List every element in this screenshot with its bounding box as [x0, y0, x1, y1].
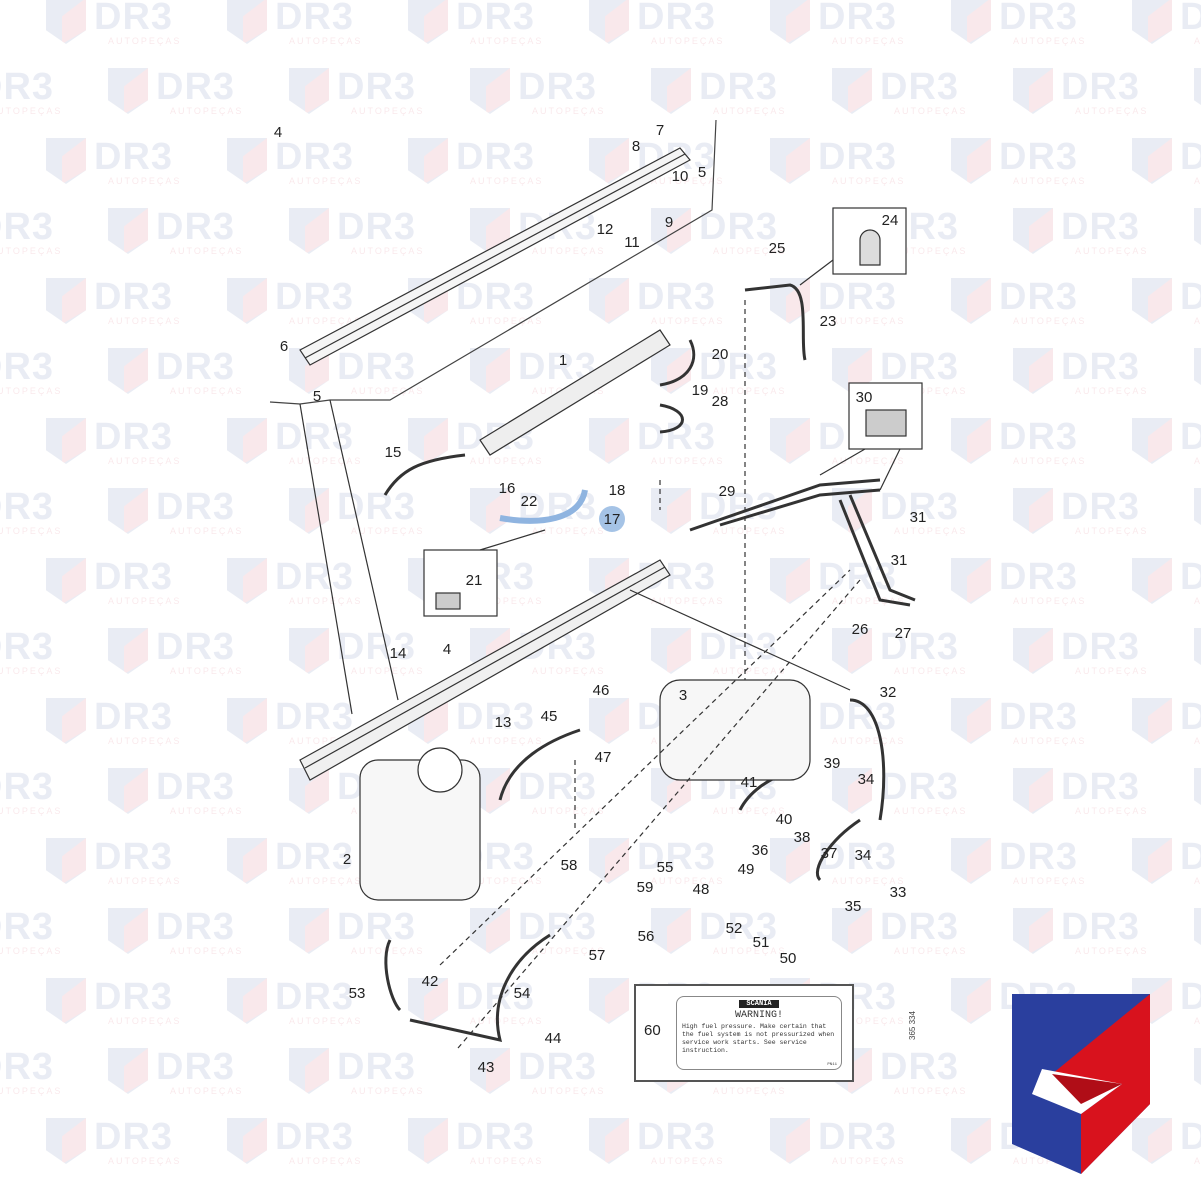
callout-6: 6 — [280, 338, 288, 355]
callout-17: 17 — [604, 511, 621, 528]
highlighted-pipe-17 — [499, 489, 588, 524]
callout-41: 41 — [741, 774, 758, 791]
callout-59: 59 — [637, 879, 654, 896]
callout-46: 46 — [593, 682, 610, 699]
callout-5: 5 — [313, 388, 321, 405]
callout-35: 35 — [845, 898, 862, 915]
callout-43: 43 — [478, 1059, 495, 1076]
callout-26: 26 — [852, 621, 869, 638]
callout-2: 2 — [343, 851, 351, 868]
callout-45: 45 — [541, 708, 558, 725]
callout-36: 36 — [752, 842, 769, 859]
callout-20: 20 — [712, 346, 729, 363]
callout-23: 23 — [820, 313, 837, 330]
warning-callout: 60 — [644, 1022, 661, 1039]
callout-5: 5 — [698, 164, 706, 181]
callout-31: 31 — [891, 552, 908, 569]
dr3-logo — [1012, 994, 1150, 1174]
callout-4: 4 — [274, 124, 282, 141]
callout-14: 14 — [390, 645, 407, 662]
callout-34: 34 — [858, 771, 875, 788]
callout-38: 38 — [794, 829, 811, 846]
callout-13: 13 — [495, 714, 512, 731]
reference-number: 365 334 — [908, 1011, 917, 1040]
callout-53: 53 — [349, 985, 366, 1002]
lower-fuel-rail — [299, 559, 671, 781]
fuel-rail-1 — [479, 329, 671, 456]
callout-25: 25 — [769, 240, 786, 257]
callout-3: 3 — [679, 687, 687, 704]
callout-27: 27 — [895, 625, 912, 642]
callout-40: 40 — [776, 811, 793, 828]
callout-42: 42 — [422, 973, 439, 990]
callout-31: 31 — [910, 509, 927, 526]
callout-21: 21 — [466, 572, 483, 589]
callout-24: 24 — [882, 212, 899, 229]
callout-1: 1 — [559, 352, 567, 369]
warning-title: WARNING! — [734, 1010, 783, 1021]
callout-34: 34 — [855, 847, 872, 864]
high-pressure-pump — [659, 679, 811, 781]
callout-16: 16 — [499, 480, 516, 497]
callout-50: 50 — [780, 950, 797, 967]
callout-47: 47 — [595, 749, 612, 766]
callout-18: 18 — [609, 482, 626, 499]
callout-28: 28 — [712, 393, 729, 410]
callout-51: 51 — [753, 934, 770, 951]
callout-7: 7 — [656, 122, 664, 139]
callout-11: 11 — [624, 234, 640, 251]
callout-8: 8 — [632, 138, 640, 155]
callout-32: 32 — [880, 684, 897, 701]
callout-58: 58 — [561, 857, 578, 874]
fuel-filter-housing — [359, 759, 481, 901]
callout-56: 56 — [638, 928, 655, 945]
callout-15: 15 — [385, 444, 402, 461]
warning-code: PN11 — [827, 1063, 837, 1067]
callout-39: 39 — [824, 755, 841, 772]
callout-44: 44 — [545, 1030, 562, 1047]
callout-55: 55 — [657, 859, 674, 876]
callout-48: 48 — [693, 881, 710, 898]
callout-9: 9 — [665, 214, 673, 231]
warning-sticker: SCANIA WARNING! High fuel pressure. Make… — [676, 996, 842, 1070]
callout-10: 10 — [672, 168, 689, 185]
callout-19: 19 — [692, 382, 709, 399]
callout-52: 52 — [726, 920, 743, 937]
warning-text: High fuel pressure. Make certain that th… — [682, 1023, 835, 1054]
warning-label-inset: 60 SCANIA WARNING! High fuel pressure. M… — [634, 984, 854, 1082]
callout-49: 49 — [738, 861, 755, 878]
callout-54: 54 — [514, 985, 531, 1002]
callout-4: 4 — [443, 641, 451, 658]
callout-30: 30 — [856, 389, 873, 406]
callout-29: 29 — [719, 483, 736, 500]
callout-37: 37 — [821, 845, 838, 862]
callout-12: 12 — [597, 221, 614, 238]
callout-57: 57 — [589, 947, 606, 964]
callout-33: 33 — [890, 884, 907, 901]
warning-brand: SCANIA — [739, 1000, 779, 1008]
callout-22: 22 — [521, 493, 538, 510]
